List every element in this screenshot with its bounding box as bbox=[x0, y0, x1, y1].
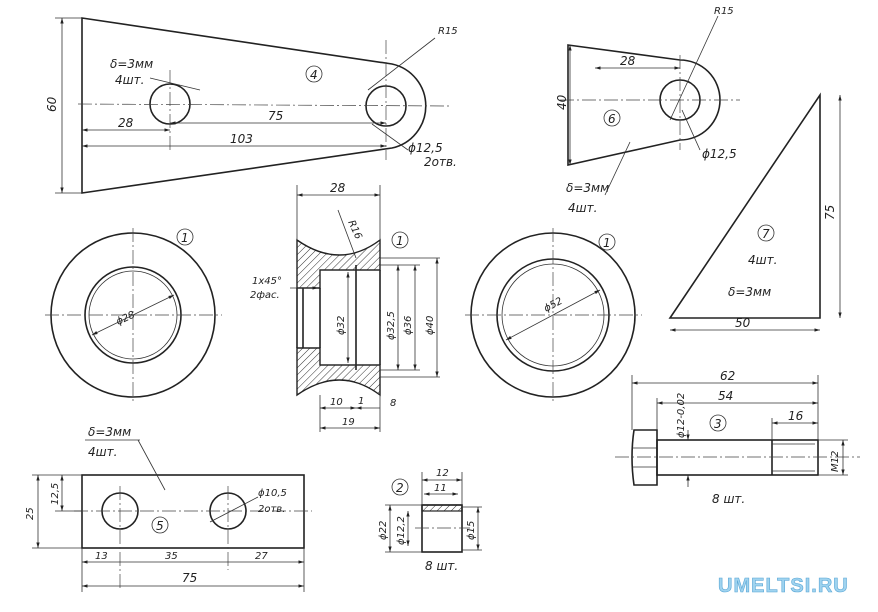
part-2-bushing: 12 11 ϕ22 ϕ12,2 ϕ15 2 8 шт. bbox=[378, 468, 482, 573]
qty-label: 8 шт. bbox=[425, 559, 458, 573]
part-4-plate: 60 28 75 103 δ=3мм 4шт. 4 R15 ϕ12,5 2отв… bbox=[45, 17, 458, 194]
dim-62: 62 bbox=[720, 369, 735, 383]
part-1-ring-right: ϕ52 1 bbox=[465, 228, 642, 402]
dim-27: 27 bbox=[255, 551, 268, 562]
dim-13: 13 bbox=[95, 551, 108, 562]
dim-60: 60 bbox=[45, 96, 59, 112]
chamfer-count: 2фас. bbox=[250, 290, 280, 301]
dia-12-2: ϕ12,2 bbox=[396, 516, 407, 545]
dim-19: 19 bbox=[342, 417, 355, 428]
dia-22: ϕ22 bbox=[378, 521, 389, 540]
height-12-5: 12,5 bbox=[50, 483, 61, 505]
thickness-label: δ=3мм bbox=[110, 57, 153, 71]
part-number: 1 bbox=[181, 231, 189, 245]
watermark: UMELTSI.RU bbox=[718, 575, 849, 597]
inner-diameter: ϕ52 bbox=[542, 296, 564, 315]
thickness-label: δ=3мм bbox=[728, 285, 771, 299]
thread-label: M12 bbox=[830, 451, 841, 472]
part-5-plate: 25 12,5 13 35 27 75 δ=3мм 4шт. ϕ10,5 2от… bbox=[25, 425, 312, 592]
part-3-bolt: 62 54 16 M12 ϕ12-0,02 3 8 шт. bbox=[615, 369, 860, 506]
dim-54: 54 bbox=[718, 389, 733, 403]
inner-diameter: ϕ28 bbox=[115, 310, 137, 328]
part-number: 3 bbox=[714, 417, 722, 431]
dim-103: 103 bbox=[230, 132, 253, 146]
dim-75: 75 bbox=[823, 205, 837, 220]
dia-40: ϕ40 bbox=[425, 316, 436, 335]
radius-label: R15 bbox=[714, 6, 734, 17]
dim-75: 75 bbox=[182, 571, 197, 585]
dim-28: 28 bbox=[118, 116, 134, 130]
hole-label: ϕ12,5 bbox=[702, 147, 737, 161]
qty-label: 4шт. bbox=[115, 73, 144, 87]
qty-label: 4шт. bbox=[748, 253, 777, 267]
dim-12: 12 bbox=[436, 468, 449, 479]
part-6-plate: 40 28 6 R15 ϕ12,5 δ=3мм 4шт. bbox=[555, 6, 740, 215]
dim-28: 28 bbox=[330, 181, 346, 195]
holes-count: 2отв. bbox=[258, 504, 285, 515]
dia-32-5: ϕ32,5 bbox=[386, 311, 397, 340]
part-number: 5 bbox=[156, 519, 164, 533]
dim-1: 1 bbox=[358, 396, 364, 407]
dia-32: ϕ32 bbox=[336, 316, 347, 335]
dim-10: 10 bbox=[330, 397, 343, 408]
thickness-label: δ=3мм bbox=[88, 425, 131, 439]
dim-75: 75 bbox=[268, 109, 283, 123]
part-number: 2 bbox=[396, 481, 404, 495]
part-number: 7 bbox=[762, 227, 770, 241]
dia-36: ϕ36 bbox=[403, 316, 414, 335]
dim-50: 50 bbox=[735, 316, 751, 330]
shank-diameter: ϕ12-0,02 bbox=[676, 393, 687, 438]
height-25: 25 bbox=[25, 507, 36, 520]
hole-label: ϕ12,5 bbox=[408, 141, 443, 155]
qty-label: 8 шт. bbox=[712, 492, 745, 506]
radius-label: R15 bbox=[438, 26, 458, 37]
part-number: 6 bbox=[608, 112, 616, 126]
chamfer-label: 1x45° bbox=[252, 276, 282, 287]
dia-15: ϕ15 bbox=[466, 521, 477, 540]
holes-count: 2отв. bbox=[424, 155, 457, 169]
part-1-ring-left: ϕ28 1 bbox=[45, 228, 222, 402]
hole-label: ϕ10,5 bbox=[258, 488, 287, 499]
dim-35: 35 bbox=[165, 551, 178, 562]
qty-label: 4шт. bbox=[568, 201, 597, 215]
dim-28: 28 bbox=[620, 54, 636, 68]
dim-16: 16 bbox=[788, 409, 804, 423]
qty-label: 4шт. bbox=[88, 445, 117, 459]
dim-11: 11 bbox=[434, 483, 447, 494]
part-7-triangle: 75 50 7 4шт. δ=3мм bbox=[668, 92, 842, 332]
part-1-section: 28 R16 1 1x45° 2фас. ϕ32 ϕ32,5 ϕ36 ϕ40 1… bbox=[250, 181, 440, 432]
part-number: 1 bbox=[396, 234, 404, 248]
dim-8: 8 bbox=[390, 398, 396, 409]
dim-40: 40 bbox=[555, 94, 569, 110]
thickness-label: δ=3мм bbox=[566, 181, 609, 195]
part-number: 4 bbox=[310, 68, 318, 82]
part-number: 1 bbox=[603, 236, 611, 250]
